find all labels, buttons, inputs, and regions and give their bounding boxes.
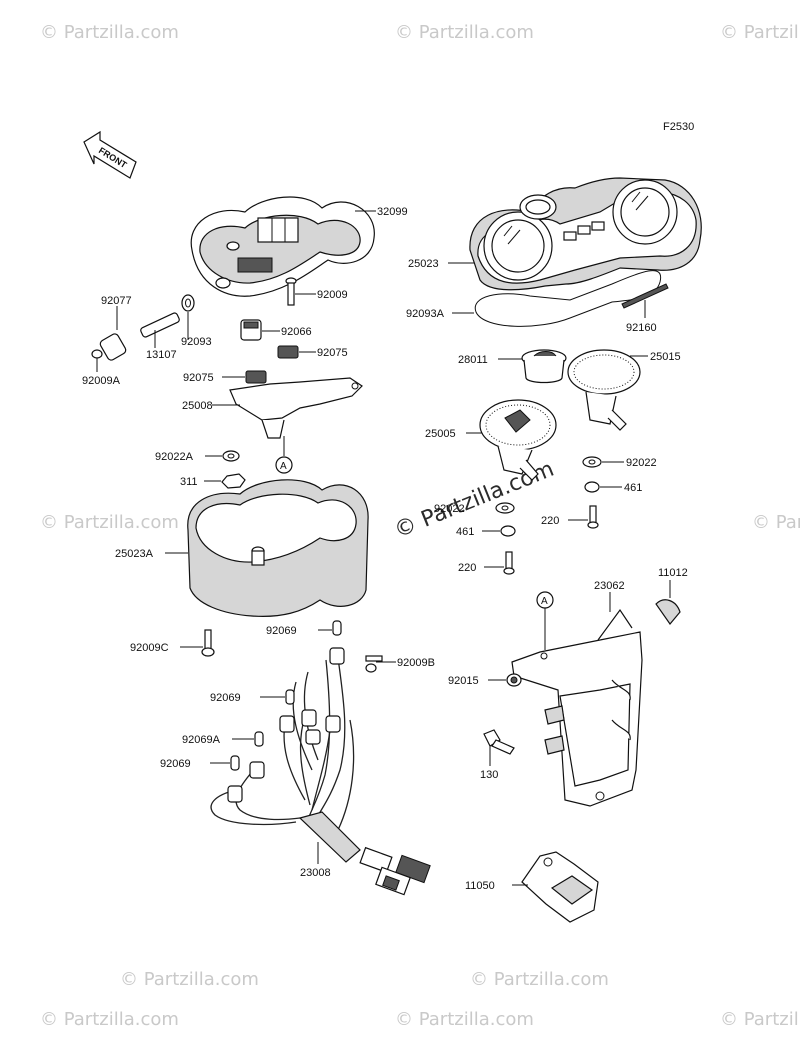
screw-92009 [285,277,297,306]
washer-92022-b [495,502,515,514]
watermark-lower-left: © Partzilla.com [120,969,259,990]
bulb-92069-mid [285,689,295,705]
watermark-mid-right: © Partzilla.com [752,512,800,533]
grommet-92066 [240,319,262,341]
shaft-13107 [140,312,180,338]
label-92093: 92093 [181,336,212,348]
watermark-top-right: © Partzilla.com [720,22,800,43]
bulb-92069-top [332,620,342,636]
label-11050: 11050 [465,880,495,892]
bulb-92069A [254,731,264,747]
label-92069-mid: 92069 [210,692,241,704]
label-25005: 25005 [425,428,456,440]
label-220-left: 220 [458,562,476,574]
label-461-left: 461 [456,526,474,538]
screw-92009B [365,655,383,673]
bolt-130 [483,729,515,755]
watermark-bottom-right: © Partzilla.com [720,1009,800,1030]
label-92069A: 92069A [182,734,221,746]
gasket-92093A [474,270,662,327]
label-25023A: 25023A [115,548,154,560]
watermark-top-center: © Partzilla.com [395,22,534,43]
label-23062: 23062 [594,580,625,592]
label-32099: 32099 [377,206,408,218]
lower-meter-case [187,479,369,617]
label-92009B: 92009B [397,657,435,669]
screw-220-left [503,551,515,575]
label-461-right: 461 [624,482,642,494]
label-28011: 28011 [458,354,488,366]
strip-92160 [621,283,669,309]
watermark-bottom-left: © Partzilla.com [40,1009,179,1030]
gauge-25015 [567,349,641,431]
label-92009C: 92009C [130,642,169,654]
wire-harness-23008 [210,647,431,896]
label-25008: 25008 [182,400,213,412]
watermark-bottom-center: © Partzilla.com [395,1009,534,1030]
gauge-25005 [479,399,557,481]
label-92022-b: 92022 [434,503,465,515]
nut-311 [221,473,246,489]
cap-11012 [655,599,681,625]
label-25023: 25023 [408,258,439,270]
bulb-92069-low [230,755,240,771]
nut-461-right [584,481,600,493]
label-130: 130 [480,769,498,781]
watermarks: © Partzilla.com © Partzilla.com © Partzi… [40,22,800,1030]
label-92022A: 92022A [155,451,194,463]
meter-assembly-25023 [469,177,702,291]
svg-text:A: A [280,461,287,472]
washer-92093 [181,294,195,312]
label-92069-low: 92069 [160,758,191,770]
ref-marker-a-left: A [275,436,293,474]
unit-28011 [521,349,567,384]
label-92069-top: 92069 [266,625,297,637]
label-92093A: 92093A [406,308,445,320]
label-92009: 92009 [317,289,348,301]
cushion-92075-lower [245,370,267,384]
upper-meter-case [190,196,375,297]
bracket-25008 [229,377,363,439]
nut-461-left [500,525,516,537]
label-11012: 11012 [658,567,688,579]
label-311: 311 [180,476,198,488]
bracket-11050 [521,851,599,923]
screw-92009C [201,629,215,657]
screw-220-right [587,505,599,529]
label-92160: 92160 [626,322,657,334]
watermark-mid-left: © Partzilla.com [40,512,179,533]
watermark-lower-right: © Partzilla.com [470,969,609,990]
watermark-top-left: © Partzilla.com [40,22,179,43]
trip-knob-92077 [91,333,127,361]
front-arrow-icon: FRONT [83,130,137,179]
label-13107: 13107 [146,349,177,361]
label-92075-upper: 92075 [317,347,348,359]
meter-stay-23062 [511,608,643,807]
label-92077: 92077 [101,295,132,307]
figure-code: F2530 [663,121,694,133]
label-25015: 25015 [650,351,681,363]
label-92009A: 92009A [82,375,121,387]
label-92075-lower: 92075 [183,372,214,384]
label-92015: 92015 [448,675,479,687]
washer-92022 [582,456,602,468]
label-92066: 92066 [281,326,312,338]
label-220-right: 220 [541,515,559,527]
washer-92022A [222,450,240,462]
svg-text:A: A [541,596,548,607]
label-92022: 92022 [626,457,657,469]
label-23008: 23008 [300,867,331,879]
ref-marker-a-right: A [536,591,554,650]
damper-92015 [506,673,522,687]
cushion-92075-upper [277,345,299,359]
